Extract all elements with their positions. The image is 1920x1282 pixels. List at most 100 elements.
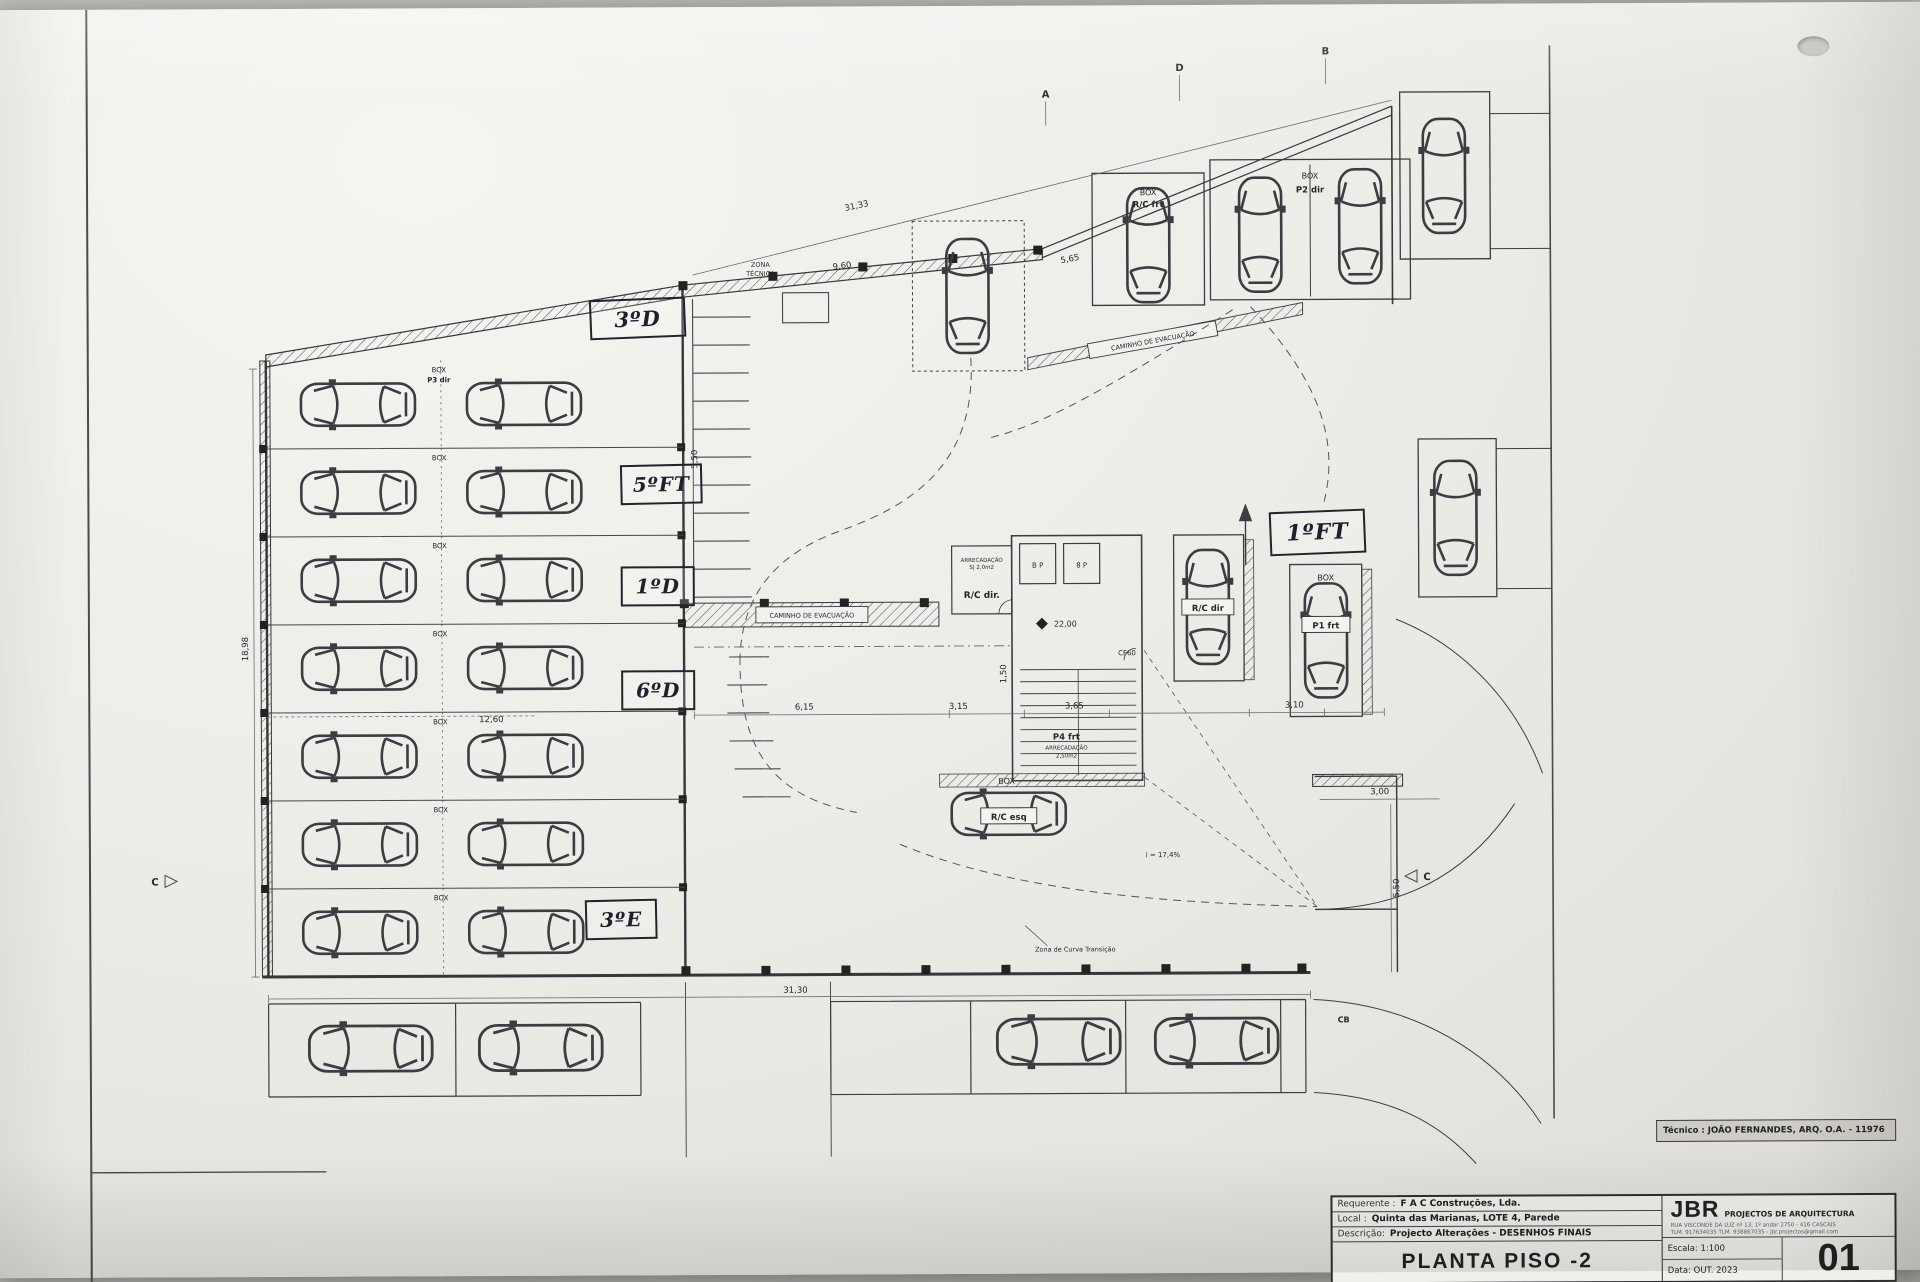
box-label: BOX [998, 777, 1015, 786]
car-icon [1333, 167, 1387, 285]
dim-3-10: 3,10 [1285, 701, 1304, 711]
bottom-parking [267, 618, 1544, 1165]
car-icon [466, 729, 585, 783]
car-icon [1429, 459, 1482, 577]
car-icon [1417, 117, 1471, 235]
firm-logo-block: JBR PROJECTOS DE ARQUITECTURA RUA VISCON… [1662, 1194, 1895, 1238]
rc-dir-room-label: R/C dir. [964, 591, 1000, 601]
car-icon [300, 730, 419, 783]
car-icon [467, 817, 585, 871]
caminho-evacuacao-label-mid: CAMINHO DE EVACUAÇÃO [770, 610, 855, 619]
handwritten-unit-5ft: 5ºFT [619, 463, 703, 506]
box-label: BOX [433, 630, 448, 638]
sheet-number: 01 [1817, 1237, 1860, 1280]
car-icon [1153, 1012, 1280, 1070]
direction-arrow [1238, 503, 1253, 565]
curva-transicao-label: Zona de Curva Transição [1035, 945, 1116, 953]
box-label: BOX [1140, 188, 1157, 197]
zona-tecnica-label-1: ZONA [751, 261, 770, 269]
left-parking-grid [266, 360, 686, 977]
dim-9-60: 9,60 [832, 260, 852, 272]
dimension-texts: 31,33 9,60 5,65 12,60 6,15 3,15 3,65 3,1… [241, 199, 1402, 996]
escala-value: Escala: 1:100 [1662, 1237, 1782, 1260]
descricao-value: Projecto Alterações - DESENHOS FINAIS [1389, 1228, 1592, 1240]
drive-paths [694, 306, 1330, 907]
data-value: Data: OUT. 2023 [1667, 1265, 1738, 1276]
local-value: Quinta das Marianas, LOTE 4, Parede [1371, 1213, 1560, 1225]
p2-dir-label: P2 dir [1296, 185, 1325, 195]
handwritten-unit-3d: 3ºD [588, 296, 687, 341]
arrecadacao-label-1: ARRECADAÇÃO [961, 557, 1004, 564]
tecnico-text: Técnico : JOÃO FERNANDES, ARQ. O.A. - 11… [1663, 1124, 1885, 1136]
handwritten-unit-1ft: 1ºFT [1268, 508, 1367, 557]
dim-18-98: 18,98 [241, 637, 251, 661]
stall-labels: BOX P3 dir BOX BOX BOX BOX BOX BOX BOX R… [427, 171, 1351, 954]
car-icon [1233, 176, 1287, 294]
sheet-frame [85, 9, 1555, 1282]
box-label: BOX [433, 806, 448, 814]
box-label: BOX [432, 366, 447, 374]
section-markers: A D B C C CB [151, 46, 1430, 1024]
dim-31-30: 31,30 [783, 986, 807, 996]
punch-hole [1797, 36, 1830, 57]
arrecadacao-label-2: ARRECADAÇÃO [1045, 744, 1088, 751]
handwritten-unit-6d: 6ºD [621, 670, 696, 711]
arrecadacao-area-2: 2,50m2 [1056, 753, 1077, 759]
title-block-left: Requerente : F A C Construções, Lda. Loc… [1332, 1195, 1663, 1282]
plan-boundary [259, 105, 1404, 979]
title-block-right: JBR PROJECTOS DE ARQUITECTURA RUA VISCON… [1662, 1194, 1895, 1281]
elevator-8p-label: 8 P [1076, 561, 1087, 569]
level-value: 22,00 [1054, 619, 1077, 628]
section-marker-b: B [1322, 46, 1330, 57]
requerente-value: F A C Construções, Lda. [1400, 1198, 1521, 1210]
dim-5-50-mid: 5,50 [690, 450, 700, 469]
dim-31-33: 31,33 [844, 199, 870, 214]
p1-frt-label: P1 frt [1312, 621, 1339, 631]
car-icon [300, 642, 418, 695]
slope-label: i = 17,4% [1146, 851, 1181, 859]
rc-dir-label: R/C dir [1192, 604, 1225, 614]
section-marker-c-left: C [151, 877, 158, 888]
section-marker-c-right: C [1423, 872, 1430, 883]
firm-address-2: TLM. 917634035 TLM. 938867035 - jbr.proj… [1670, 1229, 1839, 1236]
core-labels: ARRECADAÇÃO S| 2,0m2 R/C dir. B P 8 P 22… [961, 557, 1136, 760]
cars [299, 117, 1482, 1077]
firm-tagline: PROJECTOS DE ARQUITECTURA [1724, 1209, 1855, 1219]
car-icon [307, 1020, 434, 1077]
car-icon [301, 906, 419, 959]
car-icon [467, 905, 585, 959]
p3-dir-label: P3 dir [427, 376, 451, 384]
dim-5-50-right: 5,50 [1392, 879, 1402, 898]
title-block: Requerente : F A C Construções, Lda. Loc… [1330, 1192, 1897, 1282]
cf60-label: CF60 [1118, 649, 1136, 657]
dim-3-00: 3,00 [1370, 787, 1389, 797]
p4-frt-label: P4 frt [1053, 732, 1080, 742]
car-icon [465, 465, 583, 519]
rc-esq-label: R/C esq [991, 813, 1027, 823]
car-icon [477, 1019, 604, 1077]
local-label: Local : [1337, 1214, 1367, 1225]
local-row: Local : Quinta das Marianas, LOTE 4, Par… [1332, 1210, 1662, 1228]
section-marker-a: A [1042, 90, 1050, 101]
car-icon [300, 554, 418, 607]
ramp-steps [691, 299, 791, 798]
descricao-label: Descrição: [1337, 1229, 1385, 1240]
car-icon [299, 378, 417, 431]
right-bays [1172, 438, 1552, 718]
arrecadacao-area-1: S| 2,0m2 [969, 565, 994, 571]
requerente-row: Requerente : F A C Construções, Lda. [1332, 1195, 1662, 1213]
tecnico-bar: Técnico : JOÃO FERNANDES, ARQ. O.A. - 11… [1656, 1118, 1897, 1142]
plan-title: PLANTA PISO -2 [1401, 1249, 1593, 1274]
dim-1-50: 1,50 [999, 664, 1009, 683]
dim-6-15: 6,15 [795, 703, 814, 713]
section-marker-d: D [1175, 63, 1183, 74]
rc-frt-label: R/C frt [1133, 200, 1164, 210]
dim-3-65: 3,65 [1065, 701, 1084, 711]
box-label: BOX [434, 894, 449, 902]
dim-5-65: 5,65 [1060, 253, 1080, 266]
box-label: BOX [432, 454, 447, 462]
car-icon [995, 1013, 1122, 1070]
firm-name: JBR [1670, 1195, 1720, 1222]
